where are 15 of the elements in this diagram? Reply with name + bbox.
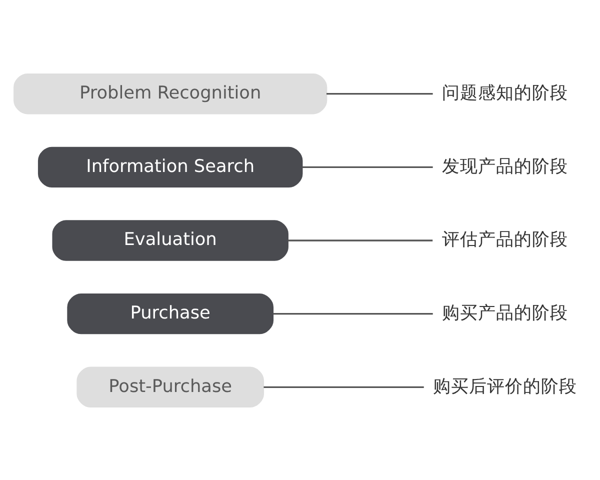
node-box: Problem Recognition: [14, 73, 328, 114]
connector: [273, 312, 433, 314]
connector: [264, 386, 424, 388]
node-box: Evaluation: [52, 220, 288, 260]
node-text: 评估产品的阶段: [442, 230, 568, 250]
connector: [288, 239, 433, 241]
node-box: Information Search: [38, 146, 303, 188]
connector: [326, 92, 433, 94]
connector: [302, 166, 433, 168]
node-text: 购买产品的阶段: [442, 302, 568, 323]
node-box: Post-Purchase: [76, 366, 264, 407]
node-text: 购买后评价的阶段: [433, 376, 578, 396]
node-box: Purchase: [67, 292, 274, 334]
node-text: 问题感知的阶段: [442, 82, 568, 103]
node-text: 发现产品的阶段: [442, 156, 568, 176]
